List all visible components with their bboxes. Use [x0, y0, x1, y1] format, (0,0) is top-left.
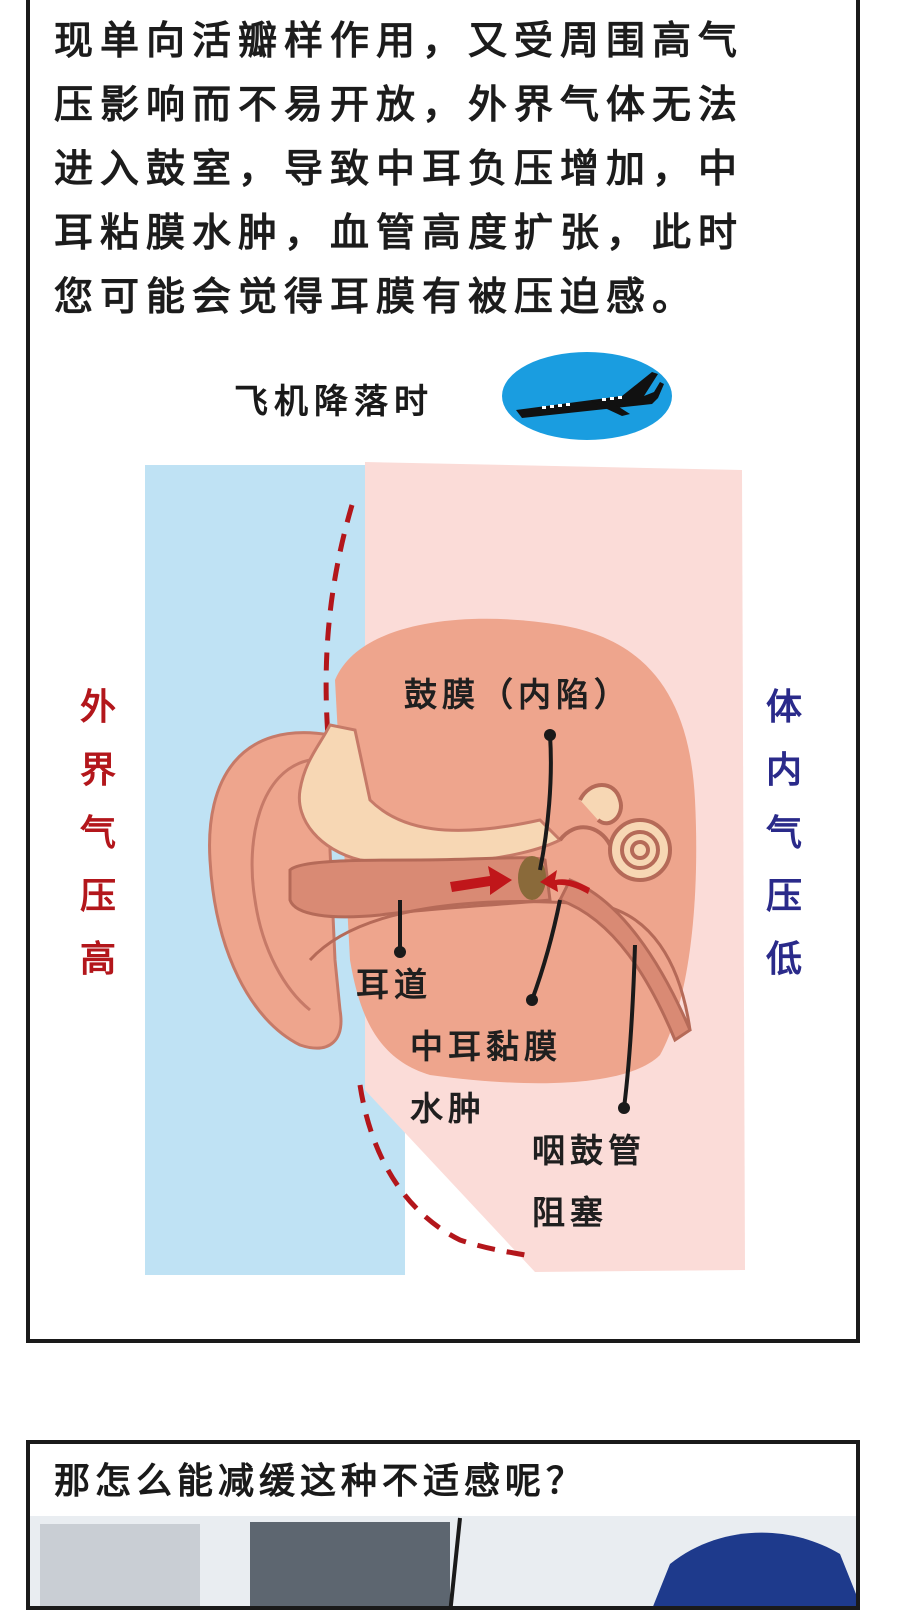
pressure-arrow-outer [450, 866, 512, 895]
label-char: 内 [765, 750, 802, 791]
airplane-icon [516, 372, 664, 418]
mucosa-label-line2: 水肿 [410, 1089, 486, 1128]
leader-dots [394, 729, 630, 1114]
paragraph-line: 进入鼓室，导致中耳负压增加，中 [54, 147, 745, 192]
paragraph-line: 耳粘膜水肿，血管高度扩张，此时 [54, 211, 745, 256]
eustachian-tube [557, 878, 692, 1043]
mucosa-label-line1: 中耳黏膜 [410, 1027, 562, 1066]
comic-panel-bottom [26, 1440, 860, 1610]
question-text: 那怎么能减缓这种不适感呢？ [54, 1461, 588, 1502]
paragraph-line: 压影响而不易开放，外界气体无法 [54, 83, 745, 128]
label-char: 体 [765, 687, 802, 728]
paragraph-line: 现单向活瓣样作用，又受周围高气 [54, 19, 745, 64]
pressure-arrow-inner [540, 870, 590, 894]
label-char: 气 [765, 813, 802, 854]
eustachian-tube-label-line1: 咽鼓管 [532, 1131, 646, 1170]
paragraph-line: 您可能会觉得耳膜有被压迫感。 [54, 275, 699, 320]
cochlea [558, 783, 672, 882]
plane-badge [502, 352, 672, 440]
label-char: 高 [79, 939, 116, 980]
head-outline-dashed [323, 504, 526, 1258]
leader-lines [398, 734, 637, 1109]
label-char: 外 [79, 687, 116, 728]
explanation-paragraph: 现单向活瓣样作用，又受周围高气 压影响而不易开放，外界气体无法 进入鼓室，导致中… [54, 10, 844, 330]
bottom-panel-art [30, 1516, 856, 1606]
eustachian-tube-label-line2: 阻塞 [532, 1193, 608, 1232]
ear-canal-label: 耳道 [356, 965, 432, 1004]
inside-pressure-low-label: 体 内 气 压 低 [764, 676, 804, 991]
ear-fold [250, 758, 311, 1012]
label-char: 压 [79, 876, 116, 917]
label-char: 气 [79, 813, 116, 854]
eardrum-label: 鼓膜（内陷） [404, 675, 632, 714]
landing-caption: 飞机降落时 [234, 382, 434, 422]
label-char: 压 [765, 876, 802, 917]
outside-pressure-high-label: 外 界 气 压 高 [78, 676, 118, 991]
label-char: 界 [79, 750, 116, 791]
label-char: 低 [765, 939, 802, 980]
